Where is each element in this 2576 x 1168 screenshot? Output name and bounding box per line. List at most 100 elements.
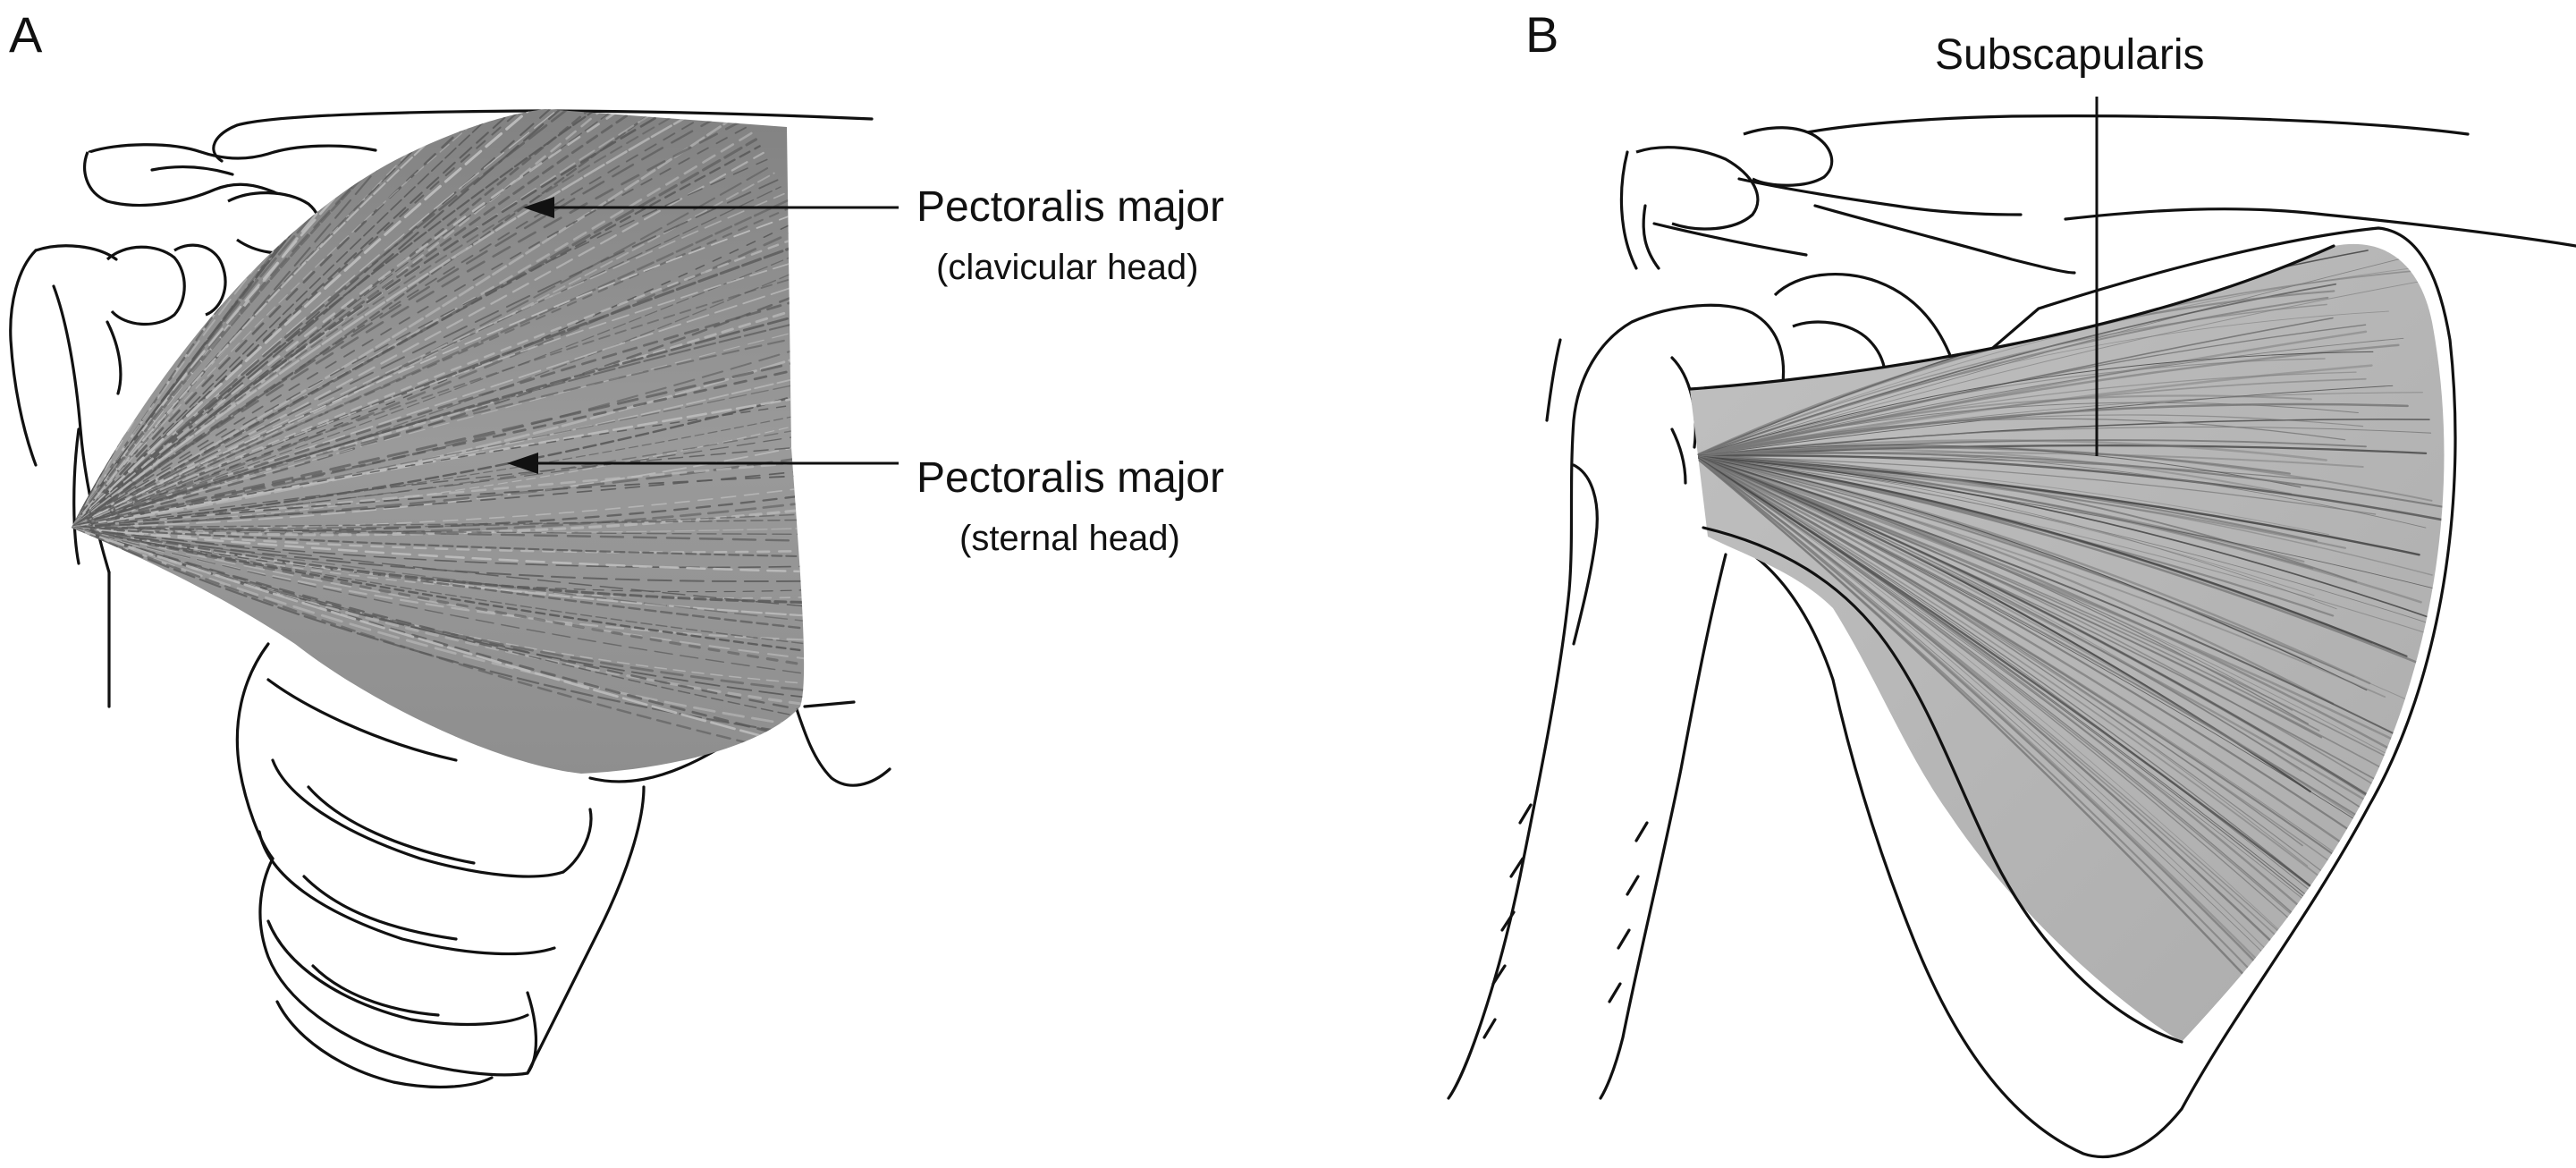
muscle-fiber (72, 112, 742, 529)
muscle-fiber (72, 527, 805, 724)
muscle-fiber (1693, 454, 2418, 826)
muscle-fiber (1693, 455, 2414, 786)
muscle-fiber (1693, 444, 2428, 458)
muscle-fiber (72, 351, 805, 529)
muscle-fiber (72, 396, 805, 529)
panel-a-letter: A (9, 6, 43, 63)
muscle-fiber (72, 442, 805, 529)
muscle-fiber (72, 464, 805, 529)
muscle-fiber (72, 527, 805, 612)
muscle-fiber (72, 526, 805, 717)
muscle-fiber (72, 456, 805, 529)
muscle-fiber (72, 207, 792, 529)
muscle-fiber (1693, 455, 2445, 630)
muscle-fiber (72, 125, 749, 529)
muscle-fiber (72, 284, 805, 529)
muscle-fiber (1693, 455, 2337, 610)
panel-a: A (9, 6, 1224, 1089)
muscle-fiber (1693, 303, 2327, 457)
muscle-fiber (72, 109, 738, 529)
panel-b: B (1447, 6, 2576, 1159)
muscle-fiber (1693, 455, 2397, 800)
muscle-fiber (72, 227, 801, 529)
muscle-fiber (72, 518, 805, 529)
muscle-fiber (1693, 296, 2329, 458)
muscle-fiber (72, 109, 704, 529)
muscle-fiber (72, 109, 644, 529)
muscle-fiber (1693, 419, 2430, 457)
muscle-fiber (72, 527, 805, 680)
muscle-fiber (72, 199, 789, 529)
muscle-fiber (1693, 455, 2433, 576)
muscle-fiber (72, 299, 805, 529)
muscle-fiber (72, 109, 730, 529)
pectoralis-major-muscle (72, 109, 805, 774)
muscle-fiber (72, 526, 805, 732)
rib-cage-a (235, 642, 891, 1089)
muscle-fiber (72, 527, 805, 627)
muscle-fiber (72, 526, 805, 559)
muscle-fiber (1693, 454, 2364, 841)
muscle-fiber (1693, 448, 2293, 495)
label-group-clavicular: Pectoralis major (clavicular head) (523, 183, 1224, 287)
label-pectoralis-clavicular-main: Pectoralis major (916, 183, 1224, 231)
muscle-fiber (72, 404, 805, 529)
muscle-fiber (72, 526, 805, 554)
muscle-fiber (1693, 454, 2420, 556)
muscle-fiber (72, 434, 805, 529)
muscle-fiber (72, 526, 805, 755)
muscle-fiber (72, 145, 761, 529)
muscle-fiber (1693, 414, 2364, 457)
muscle-fiber (1693, 454, 2408, 657)
muscle-fiber (1693, 454, 2443, 759)
muscle-fiber (72, 381, 805, 529)
muscle-fiber (72, 249, 805, 529)
muscle-fiber (1693, 454, 2320, 1042)
muscle-fiber (1693, 455, 2436, 589)
muscle-fiber (1693, 394, 2312, 458)
muscle-fiber (72, 479, 805, 529)
muscle-fiber (1693, 455, 2291, 941)
muscle-fiber (1693, 455, 2368, 691)
muscle-fiber (1693, 455, 2432, 779)
muscle-fiber (72, 526, 805, 665)
muscle-fiber (72, 109, 708, 529)
muscle-fiber (72, 270, 805, 529)
muscle-fiber (1693, 455, 2377, 515)
muscle-fiber (72, 109, 725, 529)
muscle-fiber (1693, 276, 2443, 457)
muscle-fiber (1693, 454, 2437, 672)
muscle-fiber (72, 109, 694, 529)
muscle-fiber (72, 158, 768, 529)
muscle-fiber (1693, 455, 2445, 874)
muscle-fiber (72, 109, 503, 529)
muscle-fiber (72, 109, 606, 529)
muscle-fiber (72, 192, 785, 529)
muscle-fiber (1693, 446, 2291, 475)
muscle-fiber (1693, 444, 2433, 502)
muscle-fiber (72, 526, 805, 762)
muscle-fiber (1693, 455, 2302, 1010)
muscle-fiber (1693, 452, 2445, 509)
muscle-fiber (1693, 455, 2405, 969)
muscle-fiber (72, 109, 712, 529)
muscle-fiber (1693, 358, 2326, 457)
muscle-fiber (72, 329, 805, 529)
label-pectoralis-sternal-main: Pectoralis major (916, 454, 1224, 502)
muscle-fiber (72, 109, 638, 529)
muscle-fiber (72, 527, 805, 569)
muscle-fiber (1693, 454, 2319, 1023)
muscle-fiber (1693, 455, 2329, 955)
shoulder-bones-a (9, 109, 874, 708)
muscle-fiber (72, 277, 805, 529)
muscle-fiber (72, 472, 805, 529)
muscle-fiber (1693, 454, 2404, 746)
label-subscapularis: Subscapularis (1935, 31, 2205, 79)
muscle-fiber (1693, 454, 2445, 522)
muscle-fiber (72, 241, 805, 529)
label-group-sternal: Pectoralis major (sternal head) (507, 453, 1224, 558)
muscle-fiber (1693, 455, 2403, 901)
label-group-subscapularis: Subscapularis (1935, 31, 2205, 456)
muscle-fiber (1693, 455, 2320, 894)
muscle-fiber (1693, 310, 2389, 457)
